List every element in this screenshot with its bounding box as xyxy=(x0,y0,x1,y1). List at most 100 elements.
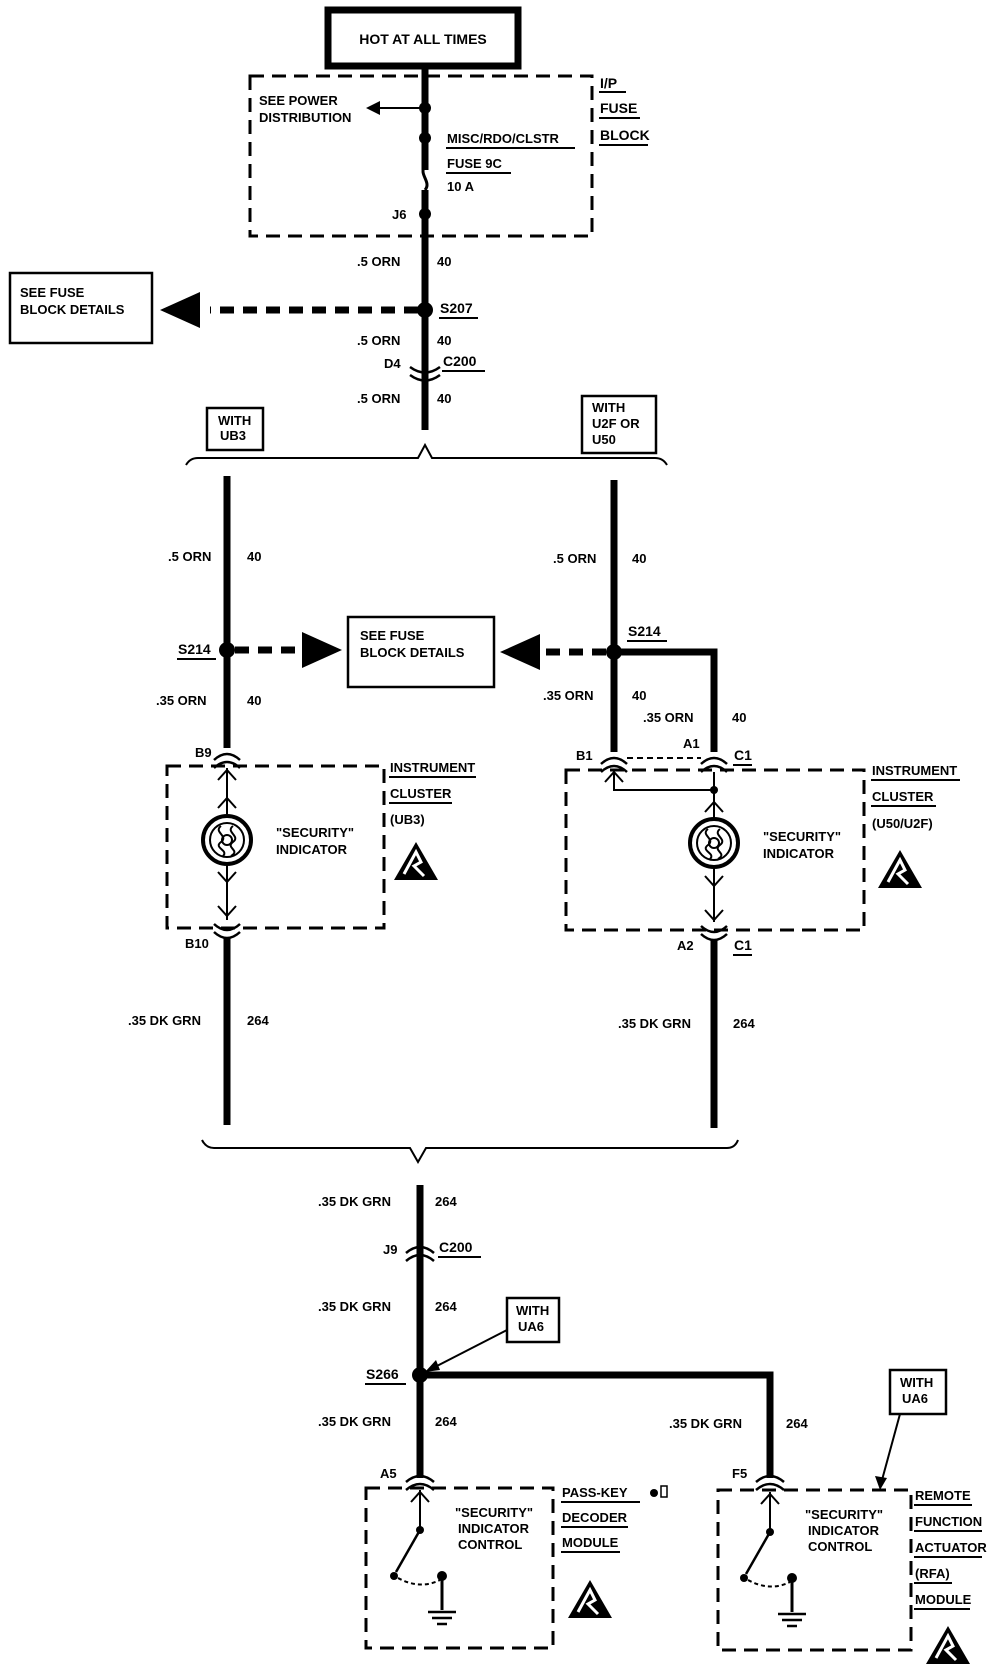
wire-label-dkgrn-left: .35 DK GRN xyxy=(128,1013,201,1028)
j6-label: J6 xyxy=(392,207,406,222)
right-cluster-pin-arrow-bottom xyxy=(704,875,724,922)
passkey-title-3: MODULE xyxy=(562,1535,619,1550)
wire-circuit-40-left-2: 40 xyxy=(247,693,261,708)
passkey-title-2: DECODER xyxy=(562,1510,628,1525)
wire-circuit-40-3: 40 xyxy=(437,391,451,406)
option-u2f-u50-2: U2F OR xyxy=(592,416,640,431)
right-indicator-label-1: "SECURITY" xyxy=(763,829,841,844)
wire-circuit-264-left: 264 xyxy=(247,1013,269,1028)
rfa-ground-icon xyxy=(778,1612,806,1628)
d4-label: D4 xyxy=(384,356,401,371)
rfa-switch-pivot xyxy=(766,1528,774,1536)
see-power-distribution-1: SEE POWER xyxy=(259,93,338,108)
b1-connector xyxy=(600,756,628,773)
left-cluster-title-1: INSTRUMENT xyxy=(390,760,475,775)
b9-connector xyxy=(213,752,241,769)
right-cluster-inner-junction xyxy=(710,786,718,794)
wire-label-dkgrn-bottom-1: .35 DK GRN xyxy=(318,1194,391,1209)
wire-label-orn-left-1: .5 ORN xyxy=(168,549,211,564)
c200-d4-connector xyxy=(409,365,441,382)
power-distribution-arrow-head xyxy=(366,101,380,115)
option-split-bracket-top xyxy=(185,442,668,466)
wire-circuit-264-bottom-1: 264 xyxy=(435,1194,457,1209)
fuse-top-terminal xyxy=(419,132,431,144)
f5-connector xyxy=(755,1474,785,1491)
f5-label: F5 xyxy=(732,1466,747,1481)
s207-detail-arrow xyxy=(160,292,200,328)
left-cluster-title-2: CLUSTER xyxy=(390,786,452,801)
c200-j9-connector xyxy=(405,1245,435,1262)
fuse-9c-symbol xyxy=(421,143,429,191)
s266-label: S266 xyxy=(366,1366,399,1382)
option-ua6-right-1: WITH xyxy=(900,1375,933,1390)
wire-circuit-40-right-2: 40 xyxy=(632,688,646,703)
rfa-title-2: FUNCTION xyxy=(915,1514,982,1529)
merge-bracket xyxy=(201,1139,739,1165)
see-fuse-block-details-center-1: SEE FUSE xyxy=(360,628,425,643)
see-fuse-block-details-center-box xyxy=(346,615,496,689)
instrument-cluster-ub3-box xyxy=(165,764,386,930)
ua6-right-pointer-line xyxy=(881,1413,901,1481)
wire-circuit-40-2: 40 xyxy=(437,333,451,348)
rfa-control-label-2: INDICATOR xyxy=(808,1523,880,1538)
right-indicator-label-2: INDICATOR xyxy=(763,846,835,861)
s207-label: S207 xyxy=(440,300,473,316)
see-fuse-block-details-left-1: SEE FUSE xyxy=(20,285,85,300)
passkey-control-label-2: INDICATOR xyxy=(458,1521,530,1536)
instrument-cluster-u50-box xyxy=(564,768,866,932)
right-cluster-inner-bus xyxy=(613,772,714,791)
b9-label: B9 xyxy=(195,745,212,760)
fuse-block-title-1: I/P xyxy=(600,75,617,91)
hot-at-all-times-label: HOT AT ALL TIMES xyxy=(359,31,487,47)
fuse-block-box xyxy=(248,74,594,238)
j6-terminal xyxy=(419,208,431,220)
ua6-right-pointer-head xyxy=(875,1476,887,1490)
wire-label-dkgrn-bottom-2: .35 DK GRN xyxy=(318,1299,391,1314)
wire-label-orn-right-3: .35 ORN xyxy=(643,710,694,725)
option-ub3-1: WITH xyxy=(218,413,251,428)
option-ua6-center-2: UA6 xyxy=(518,1319,544,1334)
j9-label: J9 xyxy=(383,1242,397,1257)
a5-connector xyxy=(405,1474,435,1491)
right-cluster-title-3: (U50/U2F) xyxy=(872,816,933,831)
wire-circuit-264-bottom-2: 264 xyxy=(435,1299,457,1314)
a1-c1-connector xyxy=(700,756,728,773)
option-u2f-u50-box xyxy=(580,394,658,455)
rfa-switch-link xyxy=(747,1579,791,1588)
passkey-switch-contact xyxy=(390,1572,398,1580)
option-u2f-u50-1: WITH xyxy=(592,400,625,415)
wire-label-orn-1: .5 ORN xyxy=(357,254,400,269)
s207-splice xyxy=(417,302,433,318)
a5-label: A5 xyxy=(380,1466,397,1481)
see-fuse-block-details-center-2: BLOCK DETAILS xyxy=(360,645,465,660)
passkey-ground-icon xyxy=(428,1610,456,1626)
s214-left-label: S214 xyxy=(178,641,211,657)
rfa-esd-icon xyxy=(924,1624,972,1666)
rfa-switch-contact xyxy=(740,1574,748,1582)
fuse-rating: 10 A xyxy=(447,179,475,194)
s214-right-jumper-wire xyxy=(614,648,718,752)
wire-circuit-40-right-1: 40 xyxy=(632,551,646,566)
passkey-switch-pivot xyxy=(416,1526,424,1534)
option-ua6-box-center xyxy=(505,1296,561,1344)
wire-label-orn-2: .5 ORN xyxy=(357,333,400,348)
s214-right-arrow xyxy=(500,634,540,670)
right-cluster-title-2: CLUSTER xyxy=(872,789,934,804)
see-fuse-block-details-left-2: BLOCK DETAILS xyxy=(20,302,125,317)
see-power-distribution-2: DISTRIBUTION xyxy=(259,110,351,125)
passkey-esd-icon xyxy=(566,1578,614,1620)
option-ua6-box-right xyxy=(888,1368,948,1416)
wire-circuit-264-right: 264 xyxy=(733,1016,755,1031)
left-security-indicator-lamp xyxy=(201,814,253,866)
passkey-registered-mark xyxy=(660,1485,668,1498)
ua6-center-pointer-line xyxy=(432,1329,508,1369)
option-u2f-u50-3: U50 xyxy=(592,432,616,447)
option-ub3-2: UB3 xyxy=(220,428,246,443)
passkey-title-1: PASS-KEY xyxy=(562,1485,628,1500)
pass-key-module-box xyxy=(364,1486,555,1650)
ua6-center-pointer-head xyxy=(425,1360,440,1372)
wire-circuit-40-right-3: 40 xyxy=(732,710,746,725)
s214-left-arrow xyxy=(302,632,342,668)
left-cluster-pin-arrow-top xyxy=(217,768,237,809)
right-cluster-title-1: INSTRUMENT xyxy=(872,763,957,778)
